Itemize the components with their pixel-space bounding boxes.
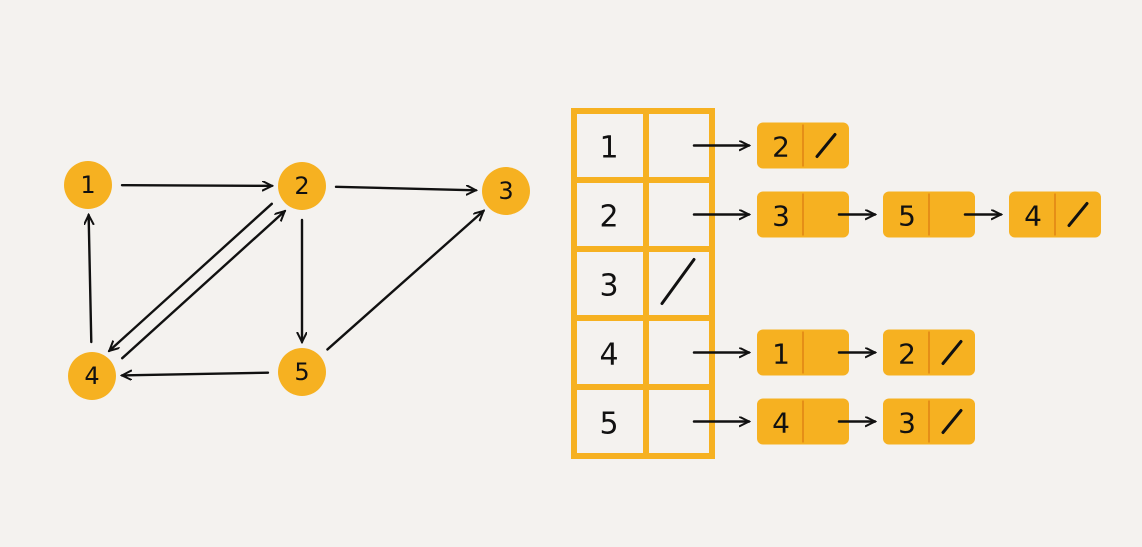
graph-node-label-5: 5 — [294, 358, 309, 386]
adjacency-table: 1 2 3 4 5 — [571, 108, 715, 459]
null-pointer-slash-list-1 — [815, 133, 837, 158]
graph-node-3: 3 — [482, 167, 530, 215]
list-node-4-2: 2 — [883, 329, 975, 376]
graph-node-circle-3 — [482, 167, 530, 215]
adjacency-row-label-2: 2 — [599, 200, 618, 235]
list-node-value-5-2: 3 — [898, 407, 916, 440]
graph-node-label-3: 3 — [498, 177, 513, 205]
list-node-1-1: 2 — [757, 122, 849, 169]
adjacency-row-label-5: 5 — [599, 407, 618, 442]
adjacency-row-label-1: 1 — [599, 131, 618, 166]
list-node-5-1: 4 — [757, 398, 849, 445]
list-node-value-2-1: 3 — [772, 200, 790, 233]
list-node-4-1: 1 — [757, 329, 849, 376]
list-node-value-2-2: 5 — [898, 200, 916, 233]
graph-node-circle-4 — [68, 352, 116, 400]
graph-node-label-2: 2 — [294, 172, 309, 200]
list-node-2-3: 4 — [1009, 191, 1101, 238]
null-pointer-slash-list-4 — [941, 340, 963, 365]
adjacency-row-label-4: 4 — [599, 338, 618, 373]
list-node-value-4-2: 2 — [898, 338, 916, 371]
list-node-value-2-3: 4 — [1024, 200, 1042, 233]
list-node-value-5-1: 4 — [772, 407, 790, 440]
graph-node-1: 1 — [64, 161, 112, 209]
edge-2-to-4 — [109, 202, 273, 351]
graph-node-label-1: 1 — [80, 171, 95, 199]
list-node-value-4-1: 1 — [772, 338, 790, 371]
graph-node-2: 2 — [278, 162, 326, 210]
graph-node-circle-1 — [64, 161, 112, 209]
directed-graph: 1 2 3 4 5 — [64, 161, 530, 400]
list-node-value-1-1: 2 — [772, 131, 790, 164]
graph-node-circle-2 — [278, 162, 326, 210]
graph-node-circle-5 — [278, 348, 326, 396]
edge-5-to-4 — [122, 373, 270, 376]
graph-node-label-4: 4 — [84, 362, 99, 390]
list-node-5-2: 3 — [883, 398, 975, 445]
graph-node-5: 5 — [278, 348, 326, 396]
edge-2-to-3 — [334, 187, 476, 190]
list-node-2-1: 3 — [757, 191, 849, 238]
null-pointer-slash-list-2 — [1067, 202, 1089, 227]
edge-1-to-2 — [120, 185, 272, 186]
null-pointer-slash-list-5 — [941, 409, 963, 434]
null-pointer-slash-3 — [660, 258, 696, 305]
edge-5-to-3 — [326, 211, 483, 351]
edge-4-to-2 — [121, 211, 285, 360]
adjacency-row-label-3: 3 — [599, 269, 618, 304]
edge-4-to-1 — [89, 215, 92, 344]
graph-node-4: 4 — [68, 352, 116, 400]
linked-lists: 2 3 5 4 1 2 4 3 — [692, 122, 1101, 445]
list-node-2-2: 5 — [883, 191, 975, 238]
